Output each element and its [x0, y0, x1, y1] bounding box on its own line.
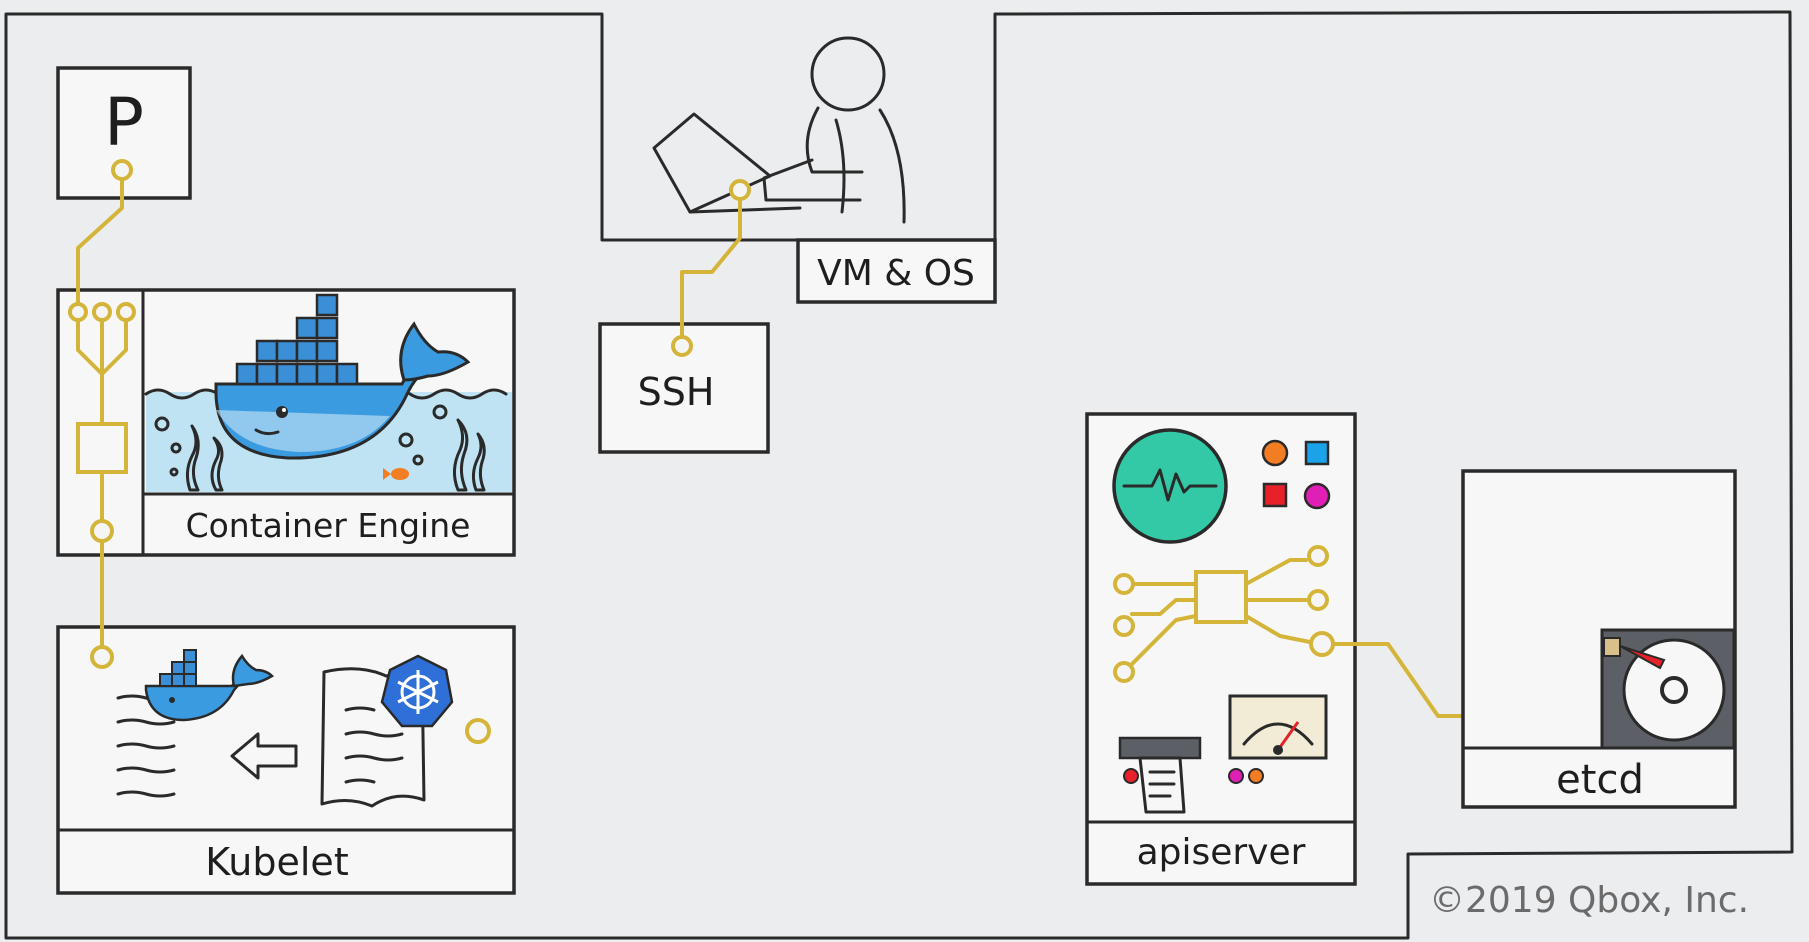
circuit-chip [1113, 545, 1329, 683]
magenta-light [1303, 482, 1331, 510]
kubernetes-wheel-icon [380, 654, 454, 728]
worker-node-outline [4, 10, 1794, 940]
fish-icon [383, 468, 409, 480]
orange-light [1261, 439, 1289, 467]
manifest-document-icon [320, 667, 426, 808]
person-laptop-icon [652, 36, 906, 224]
kubelet-box[interactable]: Kubelet [56, 625, 516, 895]
vm-os-label: VM & OS [817, 253, 975, 294]
container-engine-box[interactable]: Container Engine [56, 288, 516, 557]
docker-whale-icon [214, 293, 471, 460]
oscilloscope-icon [1112, 428, 1228, 544]
apiserver-label: apiserver [1137, 832, 1306, 873]
pod-label: P [104, 84, 144, 161]
cyan-button [1304, 440, 1330, 466]
etcd-box[interactable]: etcd [1461, 469, 1737, 809]
ssh-label: SSH [638, 370, 715, 414]
docker-whale-icon [144, 649, 275, 722]
pod-wiring [68, 159, 491, 744]
ssh-wiring [671, 179, 751, 357]
etcd-label: etcd [1556, 757, 1644, 803]
red-button [1262, 482, 1288, 508]
vm-os-tab[interactable]: VM & OS [796, 238, 997, 304]
hard-disk-icon [1600, 628, 1736, 750]
container-engine-label: Container Engine [186, 506, 471, 545]
gauge-icon [1228, 694, 1328, 784]
arrow-left-icon [230, 732, 298, 780]
kubelet-label: Kubelet [205, 840, 348, 884]
printer-icon [1118, 736, 1202, 814]
copyright-text: ©2019 Qbox, Inc. [1429, 880, 1749, 921]
